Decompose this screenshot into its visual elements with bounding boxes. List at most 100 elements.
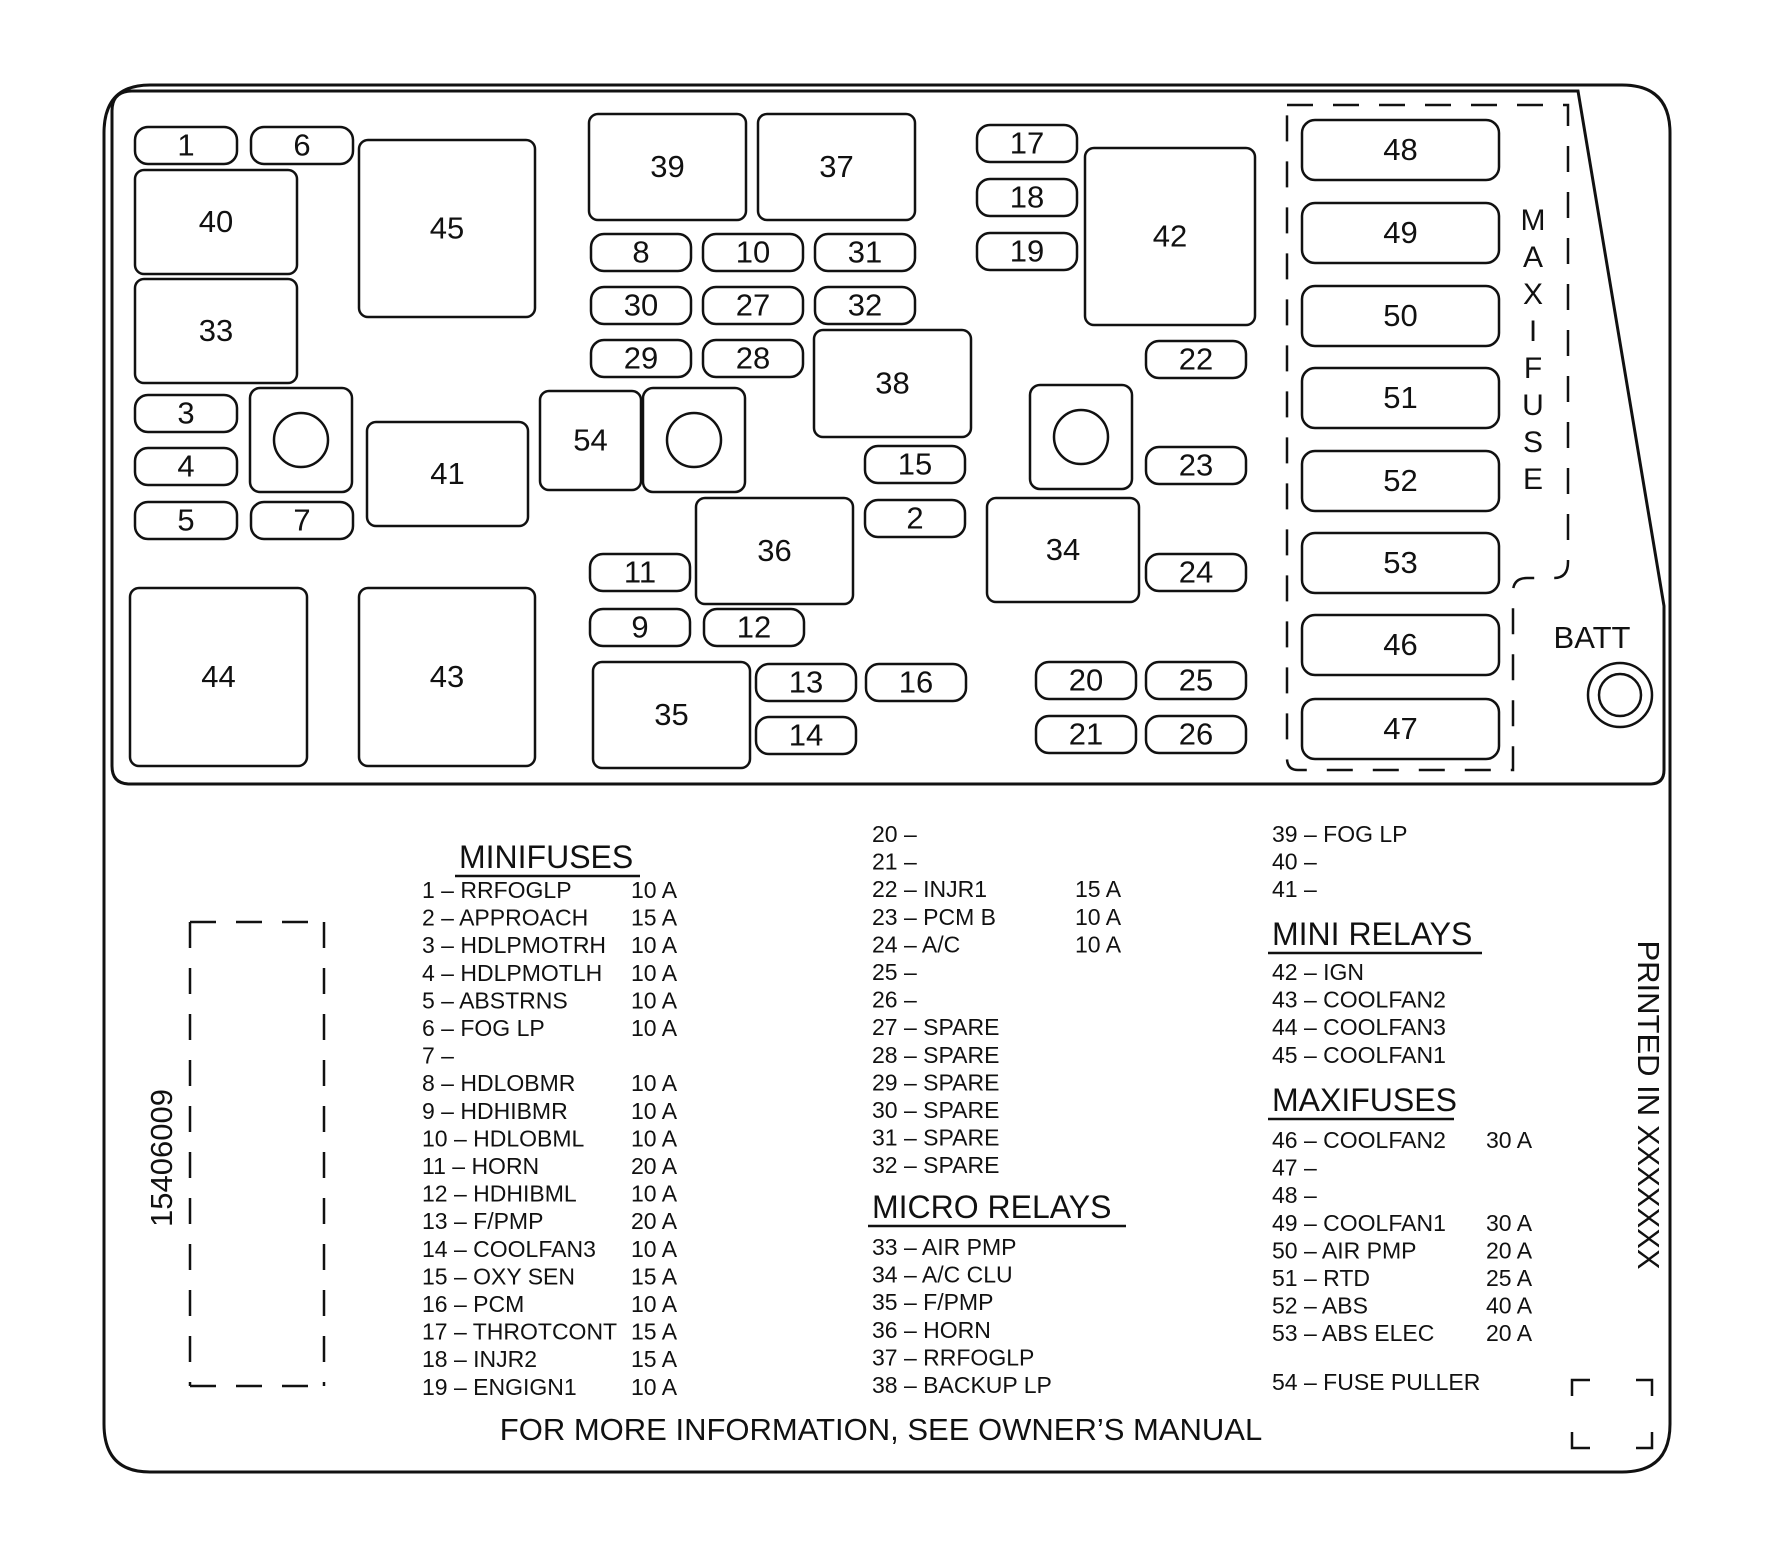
corner-marks (1570, 1378, 1654, 1450)
slot-f10: 10 (701, 232, 805, 273)
slot-f5: 5 (133, 500, 239, 541)
slot-f20-outline (1034, 660, 1138, 701)
slot-f48-label: 48 (1383, 132, 1417, 167)
slot-f13-outline (754, 662, 858, 703)
slot-f1: 1 (133, 125, 239, 166)
slot-f38-label: 38 (875, 366, 909, 401)
batt-label: BATT (1554, 620, 1631, 655)
slot-f34-label: 34 (1046, 532, 1080, 567)
maxifuse-rating: 30 A (1486, 1210, 1533, 1236)
minifuses-title: MINIFUSES (459, 839, 633, 875)
slot-f45: 45 (357, 138, 537, 319)
maxifuses-title: MAXIFUSES (1272, 1082, 1457, 1118)
slot-f3: 3 (133, 393, 239, 434)
slot-f13-label: 13 (789, 665, 823, 700)
slot-f51: 51 (1300, 366, 1501, 430)
minifuse-rating: 10 A (631, 1098, 678, 1124)
minifuse-entry: 2 – APPROACH (422, 905, 588, 931)
minifuse-entry: 12 – HDHIBML (422, 1181, 577, 1207)
maxifuse-rating: 20 A (1486, 1237, 1533, 1263)
slot-f43: 43 (357, 586, 537, 768)
minifuse-rating: 15 A (631, 1346, 678, 1372)
slot-f6-label: 6 (293, 128, 310, 163)
slot-f4-label: 4 (177, 449, 194, 484)
slot-f50-outline (1300, 284, 1501, 348)
minifuse-rating: 15 A (1075, 876, 1122, 902)
slot-f36: 36 (694, 496, 855, 606)
minifuse-rating: 10 A (631, 932, 678, 958)
minifuse-rating: 10 A (631, 1181, 678, 1207)
slot-f35-label: 35 (654, 697, 688, 732)
batt-terminal-inner (1597, 672, 1643, 718)
minifuse-entry: 5 – ABSTRNS (422, 987, 568, 1013)
maxifuse-rating: 20 A (1486, 1320, 1533, 1346)
slot-f49: 49 (1300, 201, 1501, 265)
slot-f14-outline (754, 715, 858, 756)
micro-relay-entry: 36 – HORN (872, 1317, 991, 1343)
slot-f29: 29 (589, 338, 693, 379)
slot-f13: 13 (754, 662, 858, 703)
maxifuse-entry: 53 – ABS ELEC (1272, 1320, 1434, 1346)
minifuse-entry: 8 – HDLOBMR (422, 1070, 575, 1096)
slot-f32: 32 (813, 285, 917, 326)
slot-f7: 7 (249, 500, 355, 541)
slot-f43-outline (357, 586, 537, 768)
slot-f42-outline (1083, 146, 1257, 327)
slot-f25-label: 25 (1179, 663, 1213, 698)
minifuse-rating: 10 A (1075, 904, 1122, 930)
slot-f15: 15 (863, 444, 967, 485)
mini-relay-entry: 42 – IGN (1272, 959, 1364, 985)
slot-f14-label: 14 (789, 718, 823, 753)
minifuse-rating: 15 A (631, 1319, 678, 1345)
slot-f8-outline (589, 232, 693, 273)
slot-f23-label: 23 (1179, 448, 1213, 483)
minifuse-rating: 10 A (631, 960, 678, 986)
relay-entry: 40 – (1272, 849, 1317, 875)
slot-f15-outline (863, 444, 967, 485)
maxifuse-entry: 51 – RTD (1272, 1265, 1370, 1291)
printed-in: PRINTED IN XXXXXXX (1631, 940, 1666, 1269)
slot-f53-label: 53 (1383, 545, 1417, 580)
minifuse-entry: 6 – FOG LP (422, 1015, 545, 1041)
slot-f21-outline (1034, 714, 1138, 755)
slot-f18-outline (975, 177, 1079, 218)
left-dashed-bracket (188, 920, 326, 1388)
slot-f7-outline (249, 500, 355, 541)
slot-f3-label: 3 (177, 396, 194, 431)
slot-f47: 47 (1300, 697, 1501, 761)
minifuse-entry: 28 – SPARE (872, 1042, 999, 1068)
slot-f48-outline (1300, 118, 1501, 182)
part-number: 15406009 (144, 1089, 179, 1227)
slot-f48: 48 (1300, 118, 1501, 182)
slot-f54-outline (538, 389, 643, 492)
maxi-fuse-letter: X (1523, 278, 1543, 311)
slot-f26-outline (1144, 714, 1248, 755)
slot-f31: 31 (813, 232, 917, 273)
slot-f18: 18 (975, 177, 1079, 218)
slot-f4: 4 (133, 446, 239, 487)
slot-f5-label: 5 (177, 503, 194, 538)
minifuse-rating: 10 A (631, 1236, 678, 1262)
slot-f49-label: 49 (1383, 215, 1417, 250)
slot-f23-outline (1144, 445, 1248, 486)
slot-f43-label: 43 (430, 659, 464, 694)
slot-f4-outline (133, 446, 239, 487)
slot-f38-outline (812, 328, 973, 439)
slot-f17-label: 17 (1010, 126, 1044, 161)
minifuse-entry: 11 – HORN (422, 1153, 539, 1179)
slot-f40-outline (133, 168, 299, 276)
micro-relays-title: MICRO RELAYS (872, 1189, 1111, 1225)
minifuse-entry: 16 – PCM (422, 1291, 524, 1317)
slot-f9: 9 (588, 607, 692, 648)
slot-f12-label: 12 (737, 610, 771, 645)
slot-f26-label: 26 (1179, 717, 1213, 752)
maxi-fuse-letter: I (1529, 315, 1537, 348)
minifuse-rating: 15 A (631, 905, 678, 931)
slot-f39-outline (587, 112, 748, 222)
slot-f49-outline (1300, 201, 1501, 265)
slot-f37-label: 37 (819, 149, 853, 184)
mini-relay-entry: 43 – COOLFAN2 (1272, 987, 1446, 1013)
slot-f46-label: 46 (1383, 627, 1417, 662)
slot-f29-label: 29 (624, 341, 658, 376)
slot-f54-label: 54 (573, 423, 607, 458)
